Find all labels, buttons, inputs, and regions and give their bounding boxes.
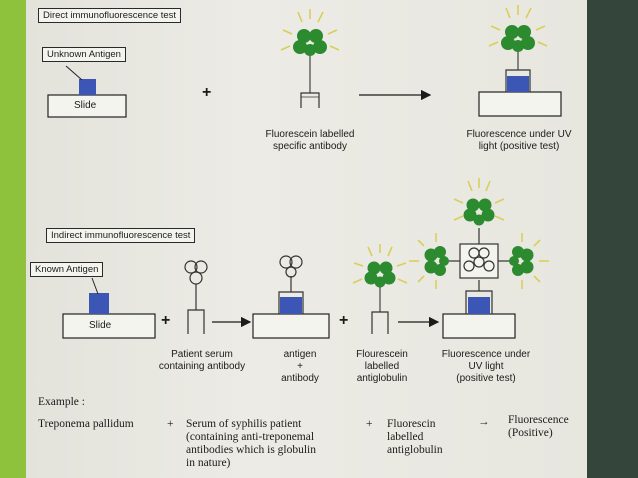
indirect-plus-1: + (161, 312, 171, 329)
labelled-antiglobulin (352, 244, 408, 334)
example-reagent: Fluorescin labelled antiglobulin (387, 418, 443, 456)
example-result: Fluorescence (Positive) (508, 414, 569, 439)
indirect-result-complex (409, 178, 549, 339)
indirect-plus-2: + (339, 312, 349, 329)
indirect-result-caption: Fluorescence under UV light (positive te… (441, 349, 531, 384)
textbook-page: Direct immunofluorescence test Unknown A… (26, 0, 587, 478)
example-arrow: → (478, 416, 490, 428)
direct-plus: + (202, 84, 212, 101)
direct-result-slide (478, 91, 562, 117)
known-antigen-label: Known Antigen (30, 262, 104, 277)
unknown-antigen-label: Unknown Antigen (42, 47, 126, 62)
direct-antigen-block (79, 79, 96, 95)
direct-result-caption: Fluorescence under UV light (positive te… (466, 129, 572, 152)
patient-serum-antibody (184, 260, 208, 334)
complex-antigen (280, 297, 302, 314)
accent-bar-left (0, 0, 26, 478)
direct-result-antigen (507, 76, 529, 92)
complex-slide (252, 313, 330, 339)
example-serum: Serum of syphilis patient (containing an… (186, 418, 317, 469)
indirect-slide-label: Slide (89, 320, 112, 331)
indirect-antigen-block (89, 293, 109, 314)
indirect-antigen-pointer (91, 277, 99, 295)
example-heading: Example : (38, 396, 85, 408)
direct-labelled-antibody (280, 9, 340, 108)
direct-fluorescein-cluster (293, 29, 327, 56)
direct-antibody-glow-rays (280, 9, 340, 51)
complex-antibody (278, 255, 304, 314)
example-organism: Treponema pallidum (38, 418, 134, 430)
complex-caption: antigen + antibody (281, 349, 319, 384)
example-plus-1: + (167, 418, 174, 430)
antiglobulin-caption: Flourescein labelled antiglobulin (356, 349, 408, 384)
example-plus-2: + (366, 418, 373, 430)
direct-antibody-caption: Fluorescein labelled specific antibody (265, 129, 355, 152)
direct-test-title: Direct immunofluorescence test (38, 8, 182, 23)
direct-antigen-pointer (65, 65, 83, 81)
direct-result-antibody (488, 5, 548, 92)
patient-serum-caption: Patient serum containing antibody (158, 349, 246, 372)
accent-bar-right (587, 0, 638, 478)
indirect-test-title: Indirect immunofluorescence test (46, 228, 196, 243)
direct-slide-label: Slide (74, 100, 97, 111)
diagram-canvas (47, 5, 562, 339)
